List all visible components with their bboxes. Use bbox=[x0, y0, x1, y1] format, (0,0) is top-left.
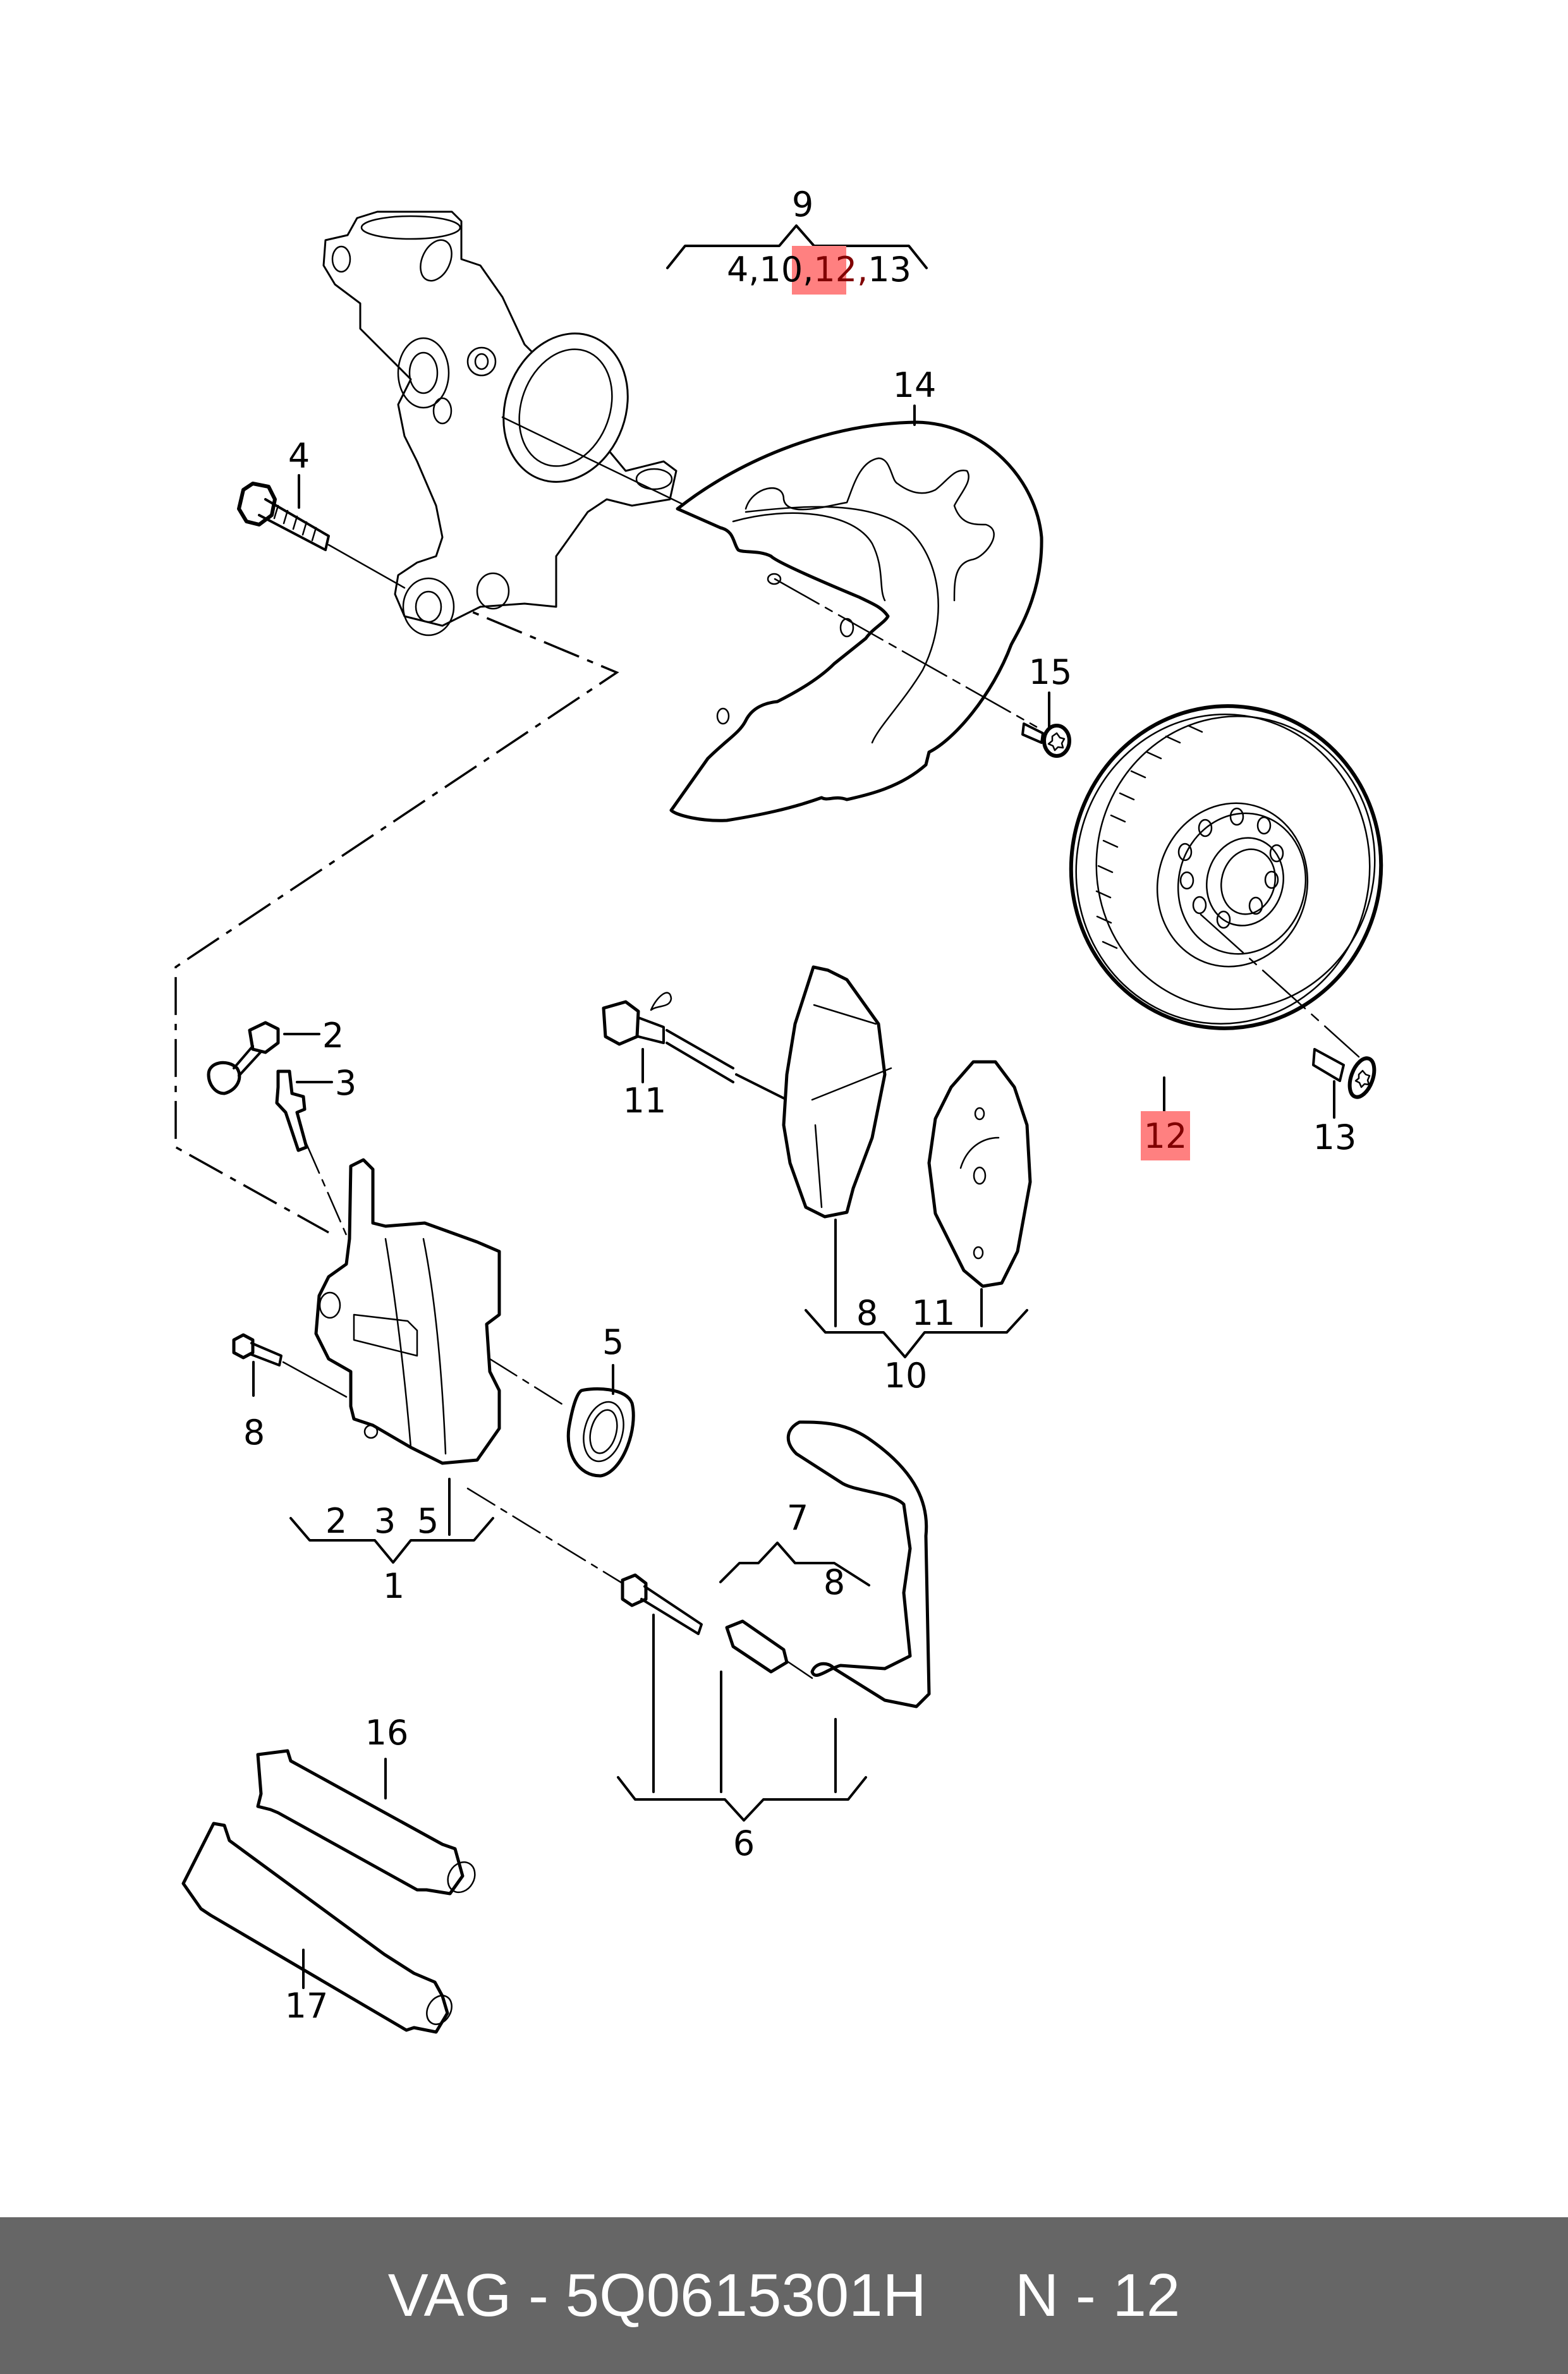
callout-10[interactable]: 10 bbox=[884, 1356, 928, 1396]
callout-1-child-5: 5 bbox=[417, 1501, 439, 1541]
callout-2[interactable]: 2 bbox=[322, 1016, 344, 1056]
callout-12[interactable]: 12 bbox=[1144, 1116, 1188, 1156]
callout-11-pad[interactable]: 11 bbox=[912, 1293, 956, 1333]
piston-seal-5[interactable]: 5 bbox=[489, 1322, 635, 1478]
splash-shield-14[interactable]: 14 bbox=[669, 365, 1043, 822]
callout-14[interactable]: 14 bbox=[893, 365, 937, 405]
countersunk-screw-13[interactable]: 13 bbox=[1312, 1048, 1379, 1157]
bleeder-valve-3[interactable]: 3 bbox=[275, 1063, 356, 1246]
group-9-children-text: 4,10,12,13 bbox=[727, 250, 911, 289]
grease-tube-16[interactable]: 16 bbox=[256, 1713, 480, 1897]
callout-8-pad[interactable]: 8 bbox=[856, 1293, 878, 1333]
callout-1-child-2: 2 bbox=[325, 1501, 347, 1541]
callout-6[interactable]: 6 bbox=[733, 1823, 755, 1863]
callout-16[interactable]: 16 bbox=[365, 1713, 409, 1753]
footer-separator: - bbox=[528, 2261, 549, 2329]
group-7-bracket: 7 8 bbox=[719, 1498, 870, 1602]
bleeder-cap-2[interactable]: 2 bbox=[207, 1016, 344, 1095]
callout-4[interactable]: 4 bbox=[288, 436, 310, 476]
torx-bolt-15[interactable]: 15 bbox=[1021, 652, 1073, 758]
group-1-bracket: 2 3 5 1 bbox=[289, 1478, 494, 1606]
wear-sensor-11[interactable]: 11 bbox=[602, 992, 788, 1121]
steering-knuckle[interactable] bbox=[322, 210, 687, 636]
footer-part-number: 5Q0615301H bbox=[565, 2261, 927, 2329]
callout-13[interactable]: 13 bbox=[1313, 1117, 1357, 1157]
grease-tube-17[interactable]: 17 bbox=[181, 1822, 457, 2034]
callout-1[interactable]: 1 bbox=[383, 1566, 404, 1606]
callout-3[interactable]: 3 bbox=[335, 1063, 356, 1103]
guide-pin-kit-6[interactable]: 6 bbox=[466, 1420, 931, 1863]
callout-8-spring[interactable]: 8 bbox=[824, 1562, 845, 1602]
bolt-4[interactable]: 4 bbox=[237, 436, 406, 589]
footer-bar: VAG - 5Q0615301H N - 12 bbox=[0, 2217, 1568, 2374]
brake-disc-12[interactable]: 12 bbox=[1050, 686, 1402, 1160]
brake-caliper-1[interactable] bbox=[314, 1158, 501, 1465]
highlight-box-12-group bbox=[792, 246, 846, 295]
callout-8-bolt[interactable]: 8 bbox=[243, 1413, 265, 1452]
callout-11-sensor[interactable]: 11 bbox=[623, 1081, 667, 1121]
brake-pads[interactable]: 8 11 10 bbox=[782, 965, 1032, 1396]
footer-position-separator: - bbox=[1075, 2261, 1096, 2329]
footer-position-number: 12 bbox=[1112, 2261, 1181, 2329]
callout-7[interactable]: 7 bbox=[787, 1498, 808, 1538]
footer-position-prefix: N bbox=[1014, 2261, 1059, 2329]
highlight-box-12 bbox=[1141, 1111, 1190, 1160]
parts-diagram: 9 4,10,12,13 4 bbox=[174, 185, 1402, 2034]
footer-part-info: VAG - 5Q0615301H bbox=[388, 2261, 927, 2330]
callout-15[interactable]: 15 bbox=[1029, 652, 1073, 692]
callout-17[interactable]: 17 bbox=[285, 1986, 329, 2026]
callout-5[interactable]: 5 bbox=[602, 1322, 624, 1362]
group-9-bracket: 9 4,10,12,13 bbox=[666, 185, 928, 295]
footer-position: N - 12 bbox=[1015, 2261, 1180, 2330]
callout-1-child-3: 3 bbox=[374, 1501, 396, 1541]
assembly-line-knuckle-caliper bbox=[174, 593, 619, 1234]
callout-9[interactable]: 9 bbox=[792, 185, 813, 224]
footer-brand: VAG bbox=[387, 2261, 512, 2329]
guide-bolt-8[interactable]: 8 bbox=[232, 1333, 348, 1452]
